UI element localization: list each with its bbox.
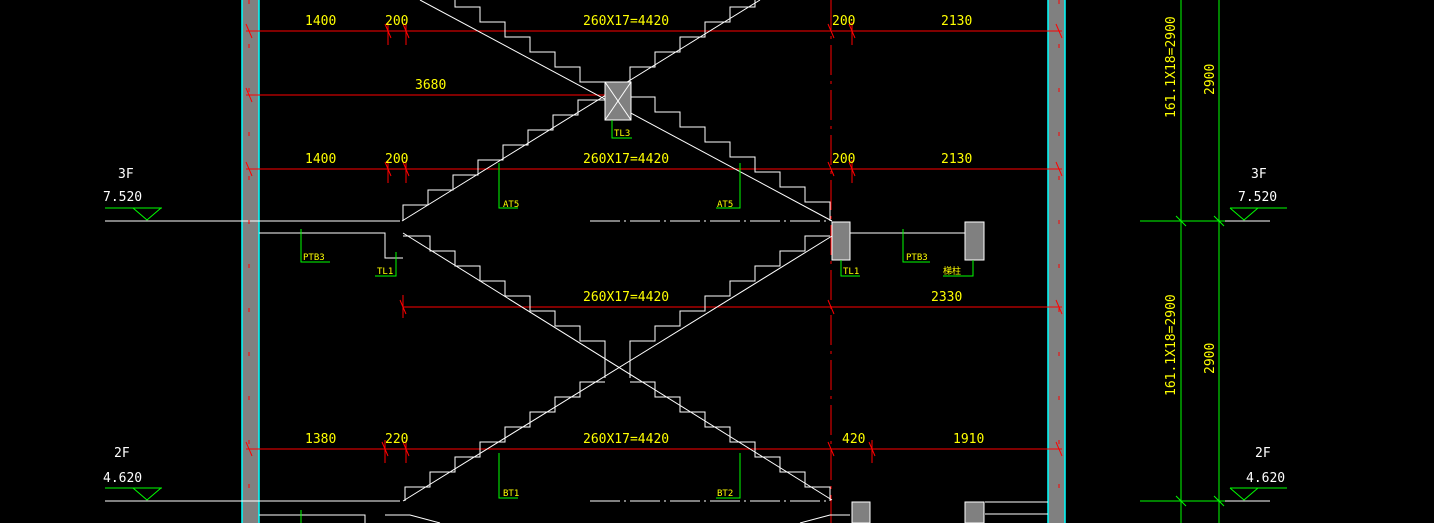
elev-3f-right: 7.520	[1238, 190, 1277, 205]
dim-lower-420: 420	[842, 432, 865, 447]
dimension-texts: 1400 200 260X17=4420 200 2130 3680 1400 …	[305, 14, 1218, 447]
dim-vertical-lower: 161.1X18=2900	[1164, 294, 1179, 396]
floor-3f-right: 3F	[1251, 167, 1267, 182]
label-ptb3-left: PTB3	[303, 253, 325, 263]
floor-3f-left: 3F	[118, 167, 134, 182]
beam-bottom-right	[964, 501, 985, 523]
dim-lower-1910: 1910	[953, 432, 984, 447]
label-at5-left: AT5	[503, 200, 519, 210]
dim-top-1400: 1400	[305, 14, 336, 29]
dim-top-2130: 2130	[941, 14, 972, 29]
beam-tl1-right	[831, 221, 851, 261]
level-marker-3f-right	[1229, 207, 1287, 221]
right-wall	[1047, 0, 1066, 523]
dim-upper-200b: 200	[832, 152, 855, 167]
label-ptb3-right: PTB3	[906, 253, 928, 263]
label-bt1: BT1	[503, 489, 519, 499]
dim-middle-2330: 2330	[931, 290, 962, 305]
dim-upper-2130: 2130	[941, 152, 972, 167]
level-marker-2f-right	[1229, 487, 1287, 501]
column-right	[964, 221, 985, 261]
dim-upper-1400: 1400	[305, 152, 336, 167]
label-at5-right: AT5	[717, 200, 733, 210]
dim-lower-1380: 1380	[305, 432, 336, 447]
dim-vertical-upper-total: 2900	[1203, 64, 1218, 95]
beam-bottom-mid	[851, 501, 871, 523]
dim-vertical-lower-total: 2900	[1203, 343, 1218, 374]
dim-top-4420: 260X17=4420	[583, 14, 669, 29]
label-tl3: TL3	[614, 129, 630, 139]
label-bt2: BT2	[717, 489, 733, 499]
component-labels: TL3 AT5 AT5 PTB3 TL1 TL1 PTB3 梯柱 BT1 BT2	[303, 129, 961, 499]
dim-vertical-upper: 161.1X18=2900	[1164, 16, 1179, 118]
floor-2f-right: 2F	[1255, 446, 1271, 461]
dim-upper-4420: 260X17=4420	[583, 152, 669, 167]
level-marker-3f-left	[105, 207, 162, 221]
label-tl1-left: TL1	[377, 267, 393, 277]
level-texts: 3F 7.520 3F 7.520 2F 4.620 2F 4.620	[103, 167, 1285, 486]
dim-landing-3680: 3680	[415, 78, 446, 93]
beam-tl3	[604, 81, 632, 121]
vertical-dimension	[1140, 0, 1225, 523]
dim-top-200b: 200	[832, 14, 855, 29]
label-tl1-right: TL1	[843, 267, 859, 277]
dim-upper-200: 200	[385, 152, 408, 167]
label-beam-tag: 梯柱	[943, 265, 961, 277]
level-marker-2f-left	[105, 487, 162, 501]
left-wall	[241, 0, 260, 523]
dimension-lines	[245, 0, 1063, 523]
elev-3f-left: 7.520	[103, 190, 142, 205]
dim-top-200: 200	[385, 14, 408, 29]
dim-lower-220: 220	[385, 432, 408, 447]
floor-2f-left: 2F	[114, 446, 130, 461]
elev-2f-right: 4.620	[1246, 471, 1285, 486]
dim-lower-4420: 260X17=4420	[583, 432, 669, 447]
dim-middle-4420: 260X17=4420	[583, 290, 669, 305]
elev-2f-left: 4.620	[103, 471, 142, 486]
label-leaders	[300, 120, 974, 523]
